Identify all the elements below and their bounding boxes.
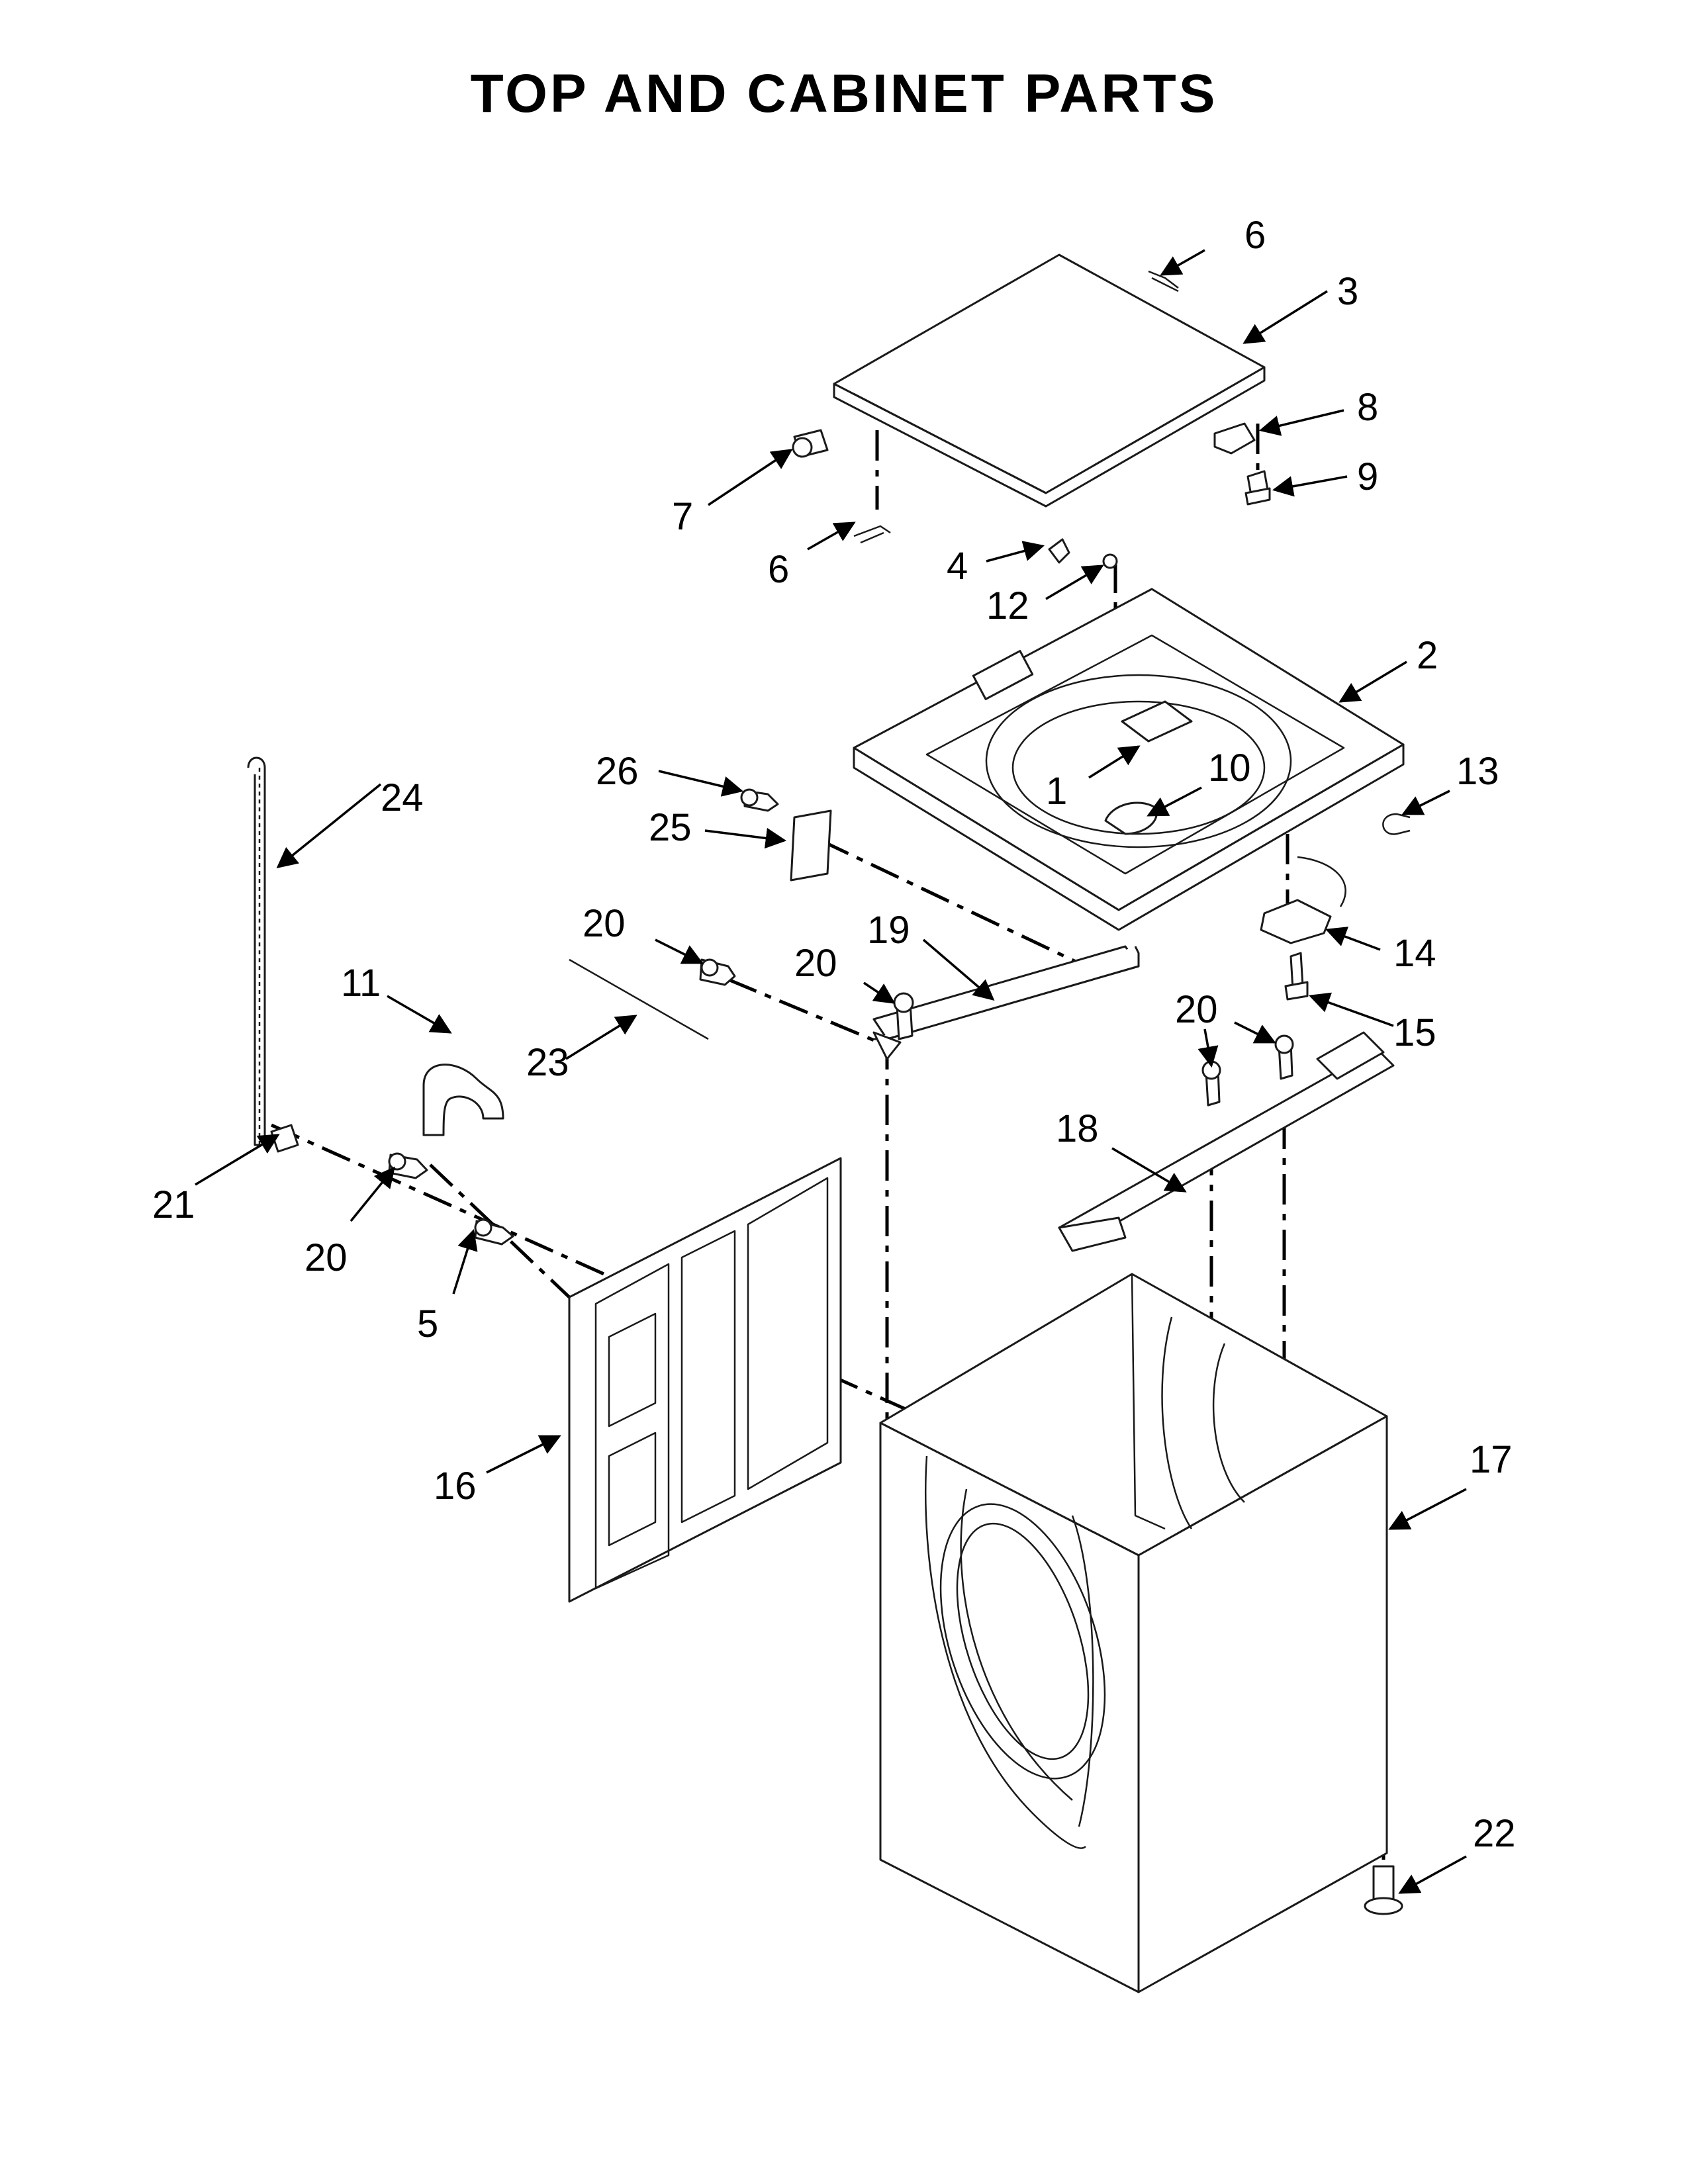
callout-10: 10 bbox=[1208, 747, 1251, 790]
front-rail-part-18 bbox=[1058, 1031, 1395, 1252]
hose-fitting-part-21 bbox=[270, 1124, 299, 1153]
screw-part-15 bbox=[1284, 952, 1309, 1001]
callout-19: 19 bbox=[867, 909, 910, 952]
callout-13: 13 bbox=[1456, 750, 1499, 793]
callout-14: 14 bbox=[1393, 932, 1436, 975]
control-board-part-14 bbox=[1260, 856, 1346, 944]
callout-4: 4 bbox=[947, 545, 968, 588]
callout-6-lower: 6 bbox=[768, 548, 789, 591]
screw-part-26 bbox=[740, 788, 779, 812]
callout-20-c: 20 bbox=[1175, 988, 1218, 1031]
callout-23: 23 bbox=[526, 1041, 569, 1084]
callout-3: 3 bbox=[1337, 270, 1358, 313]
lid-lock-part-8 bbox=[1213, 422, 1256, 455]
callout-12: 12 bbox=[986, 584, 1029, 627]
screw-part-20a bbox=[699, 958, 736, 986]
callout-6-upper: 6 bbox=[1244, 214, 1266, 257]
callout-24: 24 bbox=[381, 776, 424, 819]
screw-part-20d bbox=[1274, 1034, 1294, 1080]
callout-8: 8 bbox=[1357, 386, 1378, 429]
hose-clamp-part-11 bbox=[422, 1064, 504, 1136]
callout-25: 25 bbox=[649, 806, 692, 849]
drain-hose-part-24 bbox=[247, 756, 266, 1146]
callout-16: 16 bbox=[434, 1465, 477, 1508]
callout-15: 15 bbox=[1393, 1011, 1436, 1054]
screw-part-9 bbox=[1244, 470, 1271, 506]
rear-rail-part-19 bbox=[872, 945, 1140, 1060]
hinge-screw-part-7 bbox=[792, 429, 829, 458]
bracket-part-25 bbox=[790, 809, 832, 882]
callout-18: 18 bbox=[1056, 1107, 1099, 1150]
callout-11: 11 bbox=[341, 962, 381, 1005]
callout-7: 7 bbox=[672, 495, 693, 538]
label-part-1 bbox=[1121, 700, 1193, 743]
callout-21: 21 bbox=[152, 1183, 195, 1226]
callout-20-b: 20 bbox=[794, 942, 837, 985]
callout-labels: 6 3 8 9 7 6 4 12 2 1 10 13 14 15 26 25 2… bbox=[152, 214, 1516, 1855]
bumper-part-4 bbox=[1048, 538, 1070, 564]
rear-panel-part-16 bbox=[568, 1157, 842, 1603]
callout-22: 22 bbox=[1473, 1812, 1516, 1855]
top-panel-part-2 bbox=[853, 588, 1405, 931]
leveling-foot-part-22 bbox=[1364, 1865, 1403, 1915]
page-title: TOP AND CABINET PARTS bbox=[470, 64, 1218, 124]
callout-17: 17 bbox=[1470, 1438, 1513, 1481]
lid-clip-upper-part-6 bbox=[1148, 270, 1179, 293]
lid-part-3 bbox=[833, 253, 1266, 508]
rod-part-23 bbox=[569, 958, 709, 1040]
lid-clip-lower-part-6 bbox=[853, 525, 891, 544]
callout-9: 9 bbox=[1357, 455, 1378, 498]
leader-arrows bbox=[195, 249, 1467, 1894]
screw-part-20c bbox=[1201, 1060, 1221, 1107]
callout-5: 5 bbox=[417, 1302, 438, 1345]
callout-1: 1 bbox=[1046, 770, 1067, 813]
callout-2: 2 bbox=[1417, 634, 1438, 677]
wire-clip-part-13 bbox=[1382, 813, 1411, 835]
screw-part-20e bbox=[388, 1152, 428, 1179]
cabinet-part-17 bbox=[879, 1273, 1388, 1993]
callout-20-a: 20 bbox=[583, 902, 626, 945]
callout-20-e: 20 bbox=[305, 1236, 348, 1279]
grommet-part-12 bbox=[1102, 553, 1118, 569]
callout-26: 26 bbox=[596, 750, 639, 793]
screw-part-20b bbox=[893, 992, 914, 1040]
